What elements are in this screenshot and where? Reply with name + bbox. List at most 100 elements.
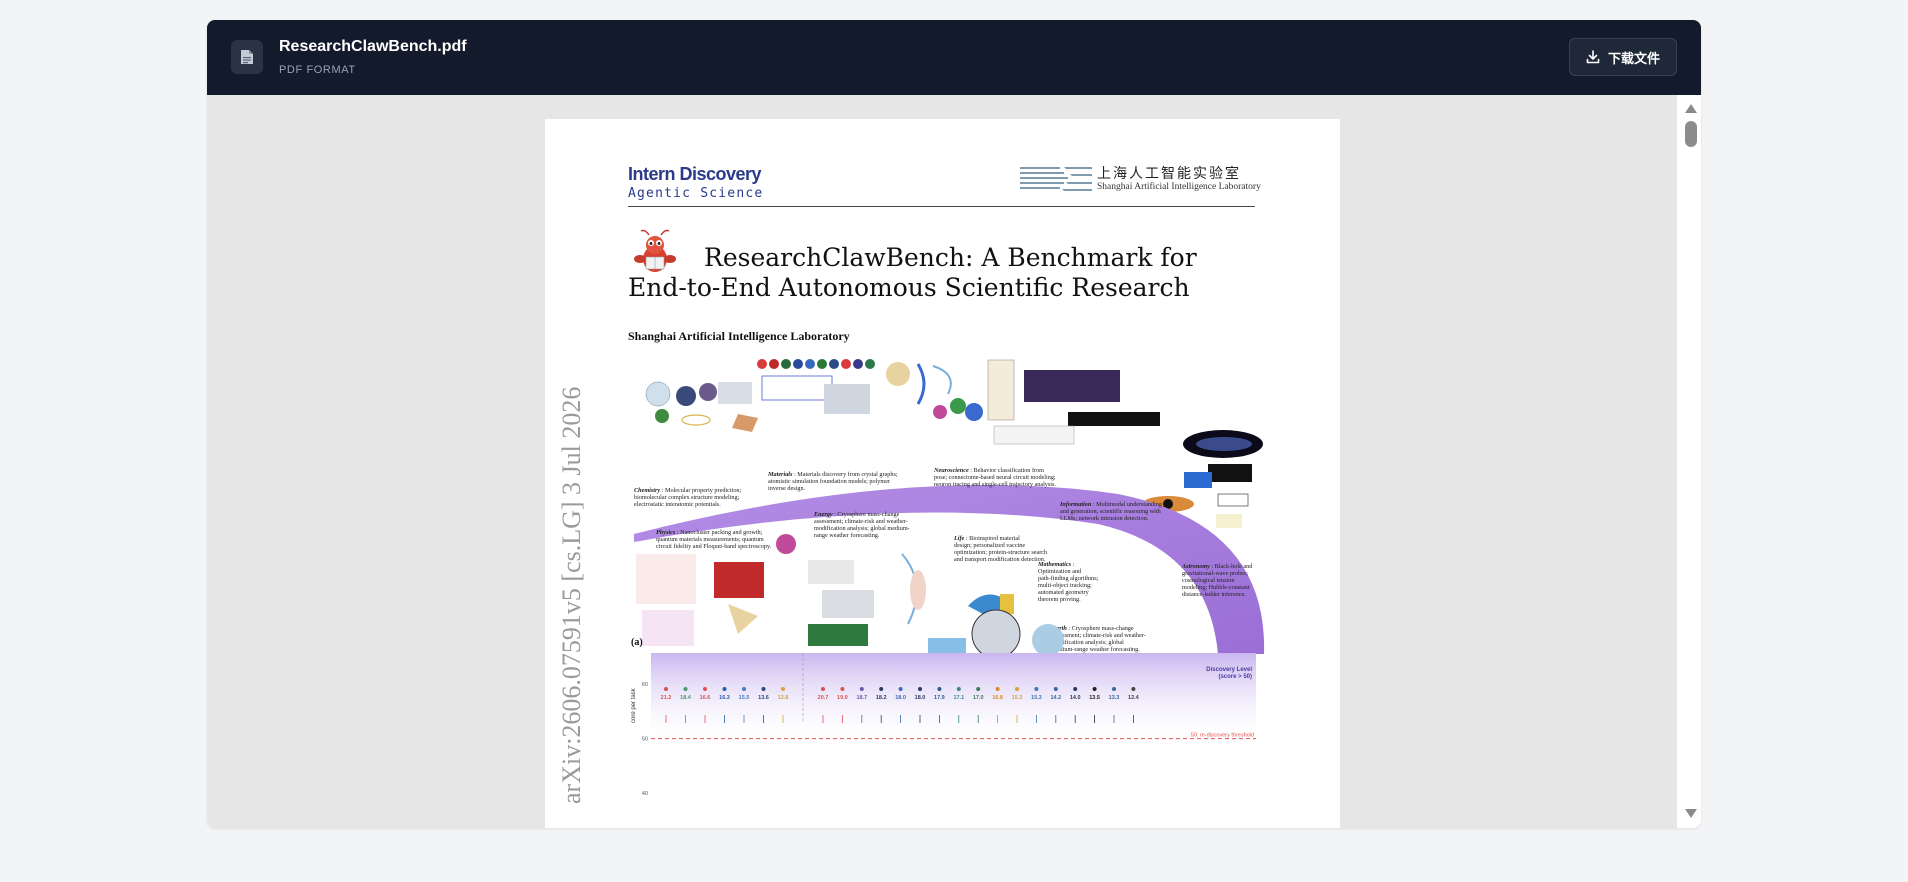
- download-icon: [1586, 50, 1600, 64]
- svg-text:automated geometry: automated geometry: [1038, 589, 1090, 596]
- agentic-science-logo: Agentic Science: [628, 186, 764, 201]
- score-label: 12.8: [778, 695, 789, 701]
- agent-marker: [1034, 687, 1039, 691]
- svg-text:theorem proving.: theorem proving.: [1038, 596, 1081, 603]
- svg-text:Life : Bioinspired material: Life : Bioinspired material: [953, 535, 1020, 542]
- agent-marker: [937, 687, 942, 691]
- agent-marker: [898, 687, 903, 691]
- score-label: 20.7: [818, 695, 829, 701]
- svg-text:circuit fidelity and Floquet-b: circuit fidelity and Floquet-band spectr…: [656, 543, 772, 550]
- score-label: 14.0: [1070, 695, 1081, 701]
- score-label: 18.2: [876, 695, 887, 701]
- band-label-2: (score > 50): [1218, 674, 1252, 680]
- life-math-illustrations: [901, 553, 1064, 654]
- figure-label-a: (a): [631, 637, 643, 648]
- score-label: 15.5: [739, 695, 750, 701]
- information-illustrations: [987, 359, 1160, 445]
- agent-marker: [859, 687, 864, 691]
- intern-discovery-logo: Intern Discovery: [628, 164, 762, 184]
- svg-text:gravitational-wave probes;: gravitational-wave probes;: [1182, 570, 1248, 577]
- astronomy-illustrations: [1142, 430, 1263, 612]
- chemistry-illustrations: [645, 381, 758, 432]
- svg-text:inverse design.: inverse design.: [768, 485, 806, 492]
- svg-text:neuron tracing and single-cell: neuron tracing and single-cell trajector…: [934, 481, 1056, 488]
- score-label: 15.3: [1031, 695, 1042, 701]
- overview-figure: Chemistry : Molecular property predictio…: [634, 359, 1265, 654]
- score-label: 16.8: [992, 695, 1003, 701]
- score-label: 21.2: [661, 695, 672, 701]
- score-label: 18.0: [895, 695, 906, 701]
- svg-text:design; personalized vaccine: design; personalized vaccine: [954, 542, 1025, 549]
- file-format: PDF FORMAT: [279, 64, 356, 76]
- viewer-toolbar: ResearchClawBench.pdf PDF FORMAT 下载文件: [207, 20, 1701, 95]
- score-label: 13.3: [1109, 695, 1120, 701]
- agent-marker: [1073, 687, 1078, 691]
- scroll-down-icon[interactable]: [1685, 809, 1697, 818]
- agent-marker: [1015, 687, 1019, 691]
- file-name: ResearchClawBench.pdf: [279, 38, 467, 55]
- materials-illustrations: [757, 359, 875, 414]
- pdf-page: Intern Discovery Agentic Science 上海人工智能实…: [545, 119, 1340, 828]
- svg-text:Astronomy : Black-hole and: Astronomy : Black-hole and: [1181, 563, 1253, 570]
- score-label: 14.2: [1050, 695, 1061, 701]
- threshold-label: 50: re-discovery threshold: [1191, 733, 1254, 739]
- energy-illustrations: [776, 534, 874, 646]
- svg-text:modification analysis; global: modification analysis; global: [1052, 639, 1124, 646]
- svg-text:Neuroscience : Behavior classi: Neuroscience : Behavior classification f…: [933, 467, 1044, 474]
- svg-text:Information : Multimodal under: Information : Multimodal understanding: [1059, 501, 1162, 508]
- scroll-thumb[interactable]: [1685, 121, 1697, 147]
- svg-text:modeling; Hubble-constant: modeling; Hubble-constant: [1182, 584, 1250, 591]
- scroll-up-icon[interactable]: [1685, 104, 1697, 113]
- svg-text:range weather forecasting.: range weather forecasting.: [814, 532, 880, 539]
- agent-marker: [683, 687, 688, 691]
- agent-marker: [1131, 687, 1136, 691]
- y-axis-label: core per task: [631, 687, 637, 723]
- score-label: 18.4: [680, 695, 692, 701]
- agent-marker: [703, 687, 707, 691]
- agent-marker: [995, 687, 1000, 691]
- score-label: 16.6: [700, 695, 711, 701]
- score-label: 13.6: [758, 695, 769, 701]
- y-tick-label: 40: [642, 791, 648, 797]
- agent-marker: [956, 687, 961, 691]
- svg-text:Energy : Cryosphere mass-chang: Energy : Cryosphere mass-change: [813, 511, 900, 518]
- agent-marker: [722, 687, 727, 691]
- vertical-scrollbar[interactable]: [1677, 95, 1701, 828]
- svg-text:Materials : Materials discover: Materials : Materials discovery from cry…: [767, 471, 898, 478]
- lobster-mascot-icon: [634, 229, 676, 272]
- title-line-2: End-to-End Autonomous Scientific Researc…: [628, 273, 1190, 302]
- score-label: 13.5: [1089, 695, 1100, 701]
- y-tick-label: 60: [642, 682, 648, 688]
- header-rule: [628, 206, 1255, 207]
- svg-text:and transport modification det: and transport modification detection.: [954, 556, 1046, 563]
- svg-text:distance-ladder inference.: distance-ladder inference.: [1182, 591, 1246, 598]
- agent-marker: [918, 687, 922, 691]
- svg-text:and generation; scientific rea: and generation; scientific reasoning wit…: [1060, 508, 1162, 515]
- agent-marker: [1092, 687, 1097, 691]
- document-scroll-area[interactable]: Intern Discovery Agentic Science 上海人工智能实…: [207, 95, 1701, 828]
- band-label-1: Discovery Level: [1206, 667, 1252, 673]
- discovery-band: [651, 653, 1256, 739]
- svg-text:cosmological tension: cosmological tension: [1182, 577, 1234, 584]
- neuroscience-illustrations: [886, 362, 983, 421]
- svg-text:Earth : Cryosphere mass-change: Earth : Cryosphere mass-change: [1051, 625, 1134, 632]
- title-line-1: ResearchClawBench: A Benchmark for: [704, 243, 1197, 272]
- pdf-viewer: ResearchClawBench.pdf PDF FORMAT 下载文件 In…: [207, 20, 1701, 828]
- lab-name-english: Shanghai Artificial Intelligence Laborat…: [1097, 182, 1261, 192]
- score-label: 17.0: [973, 695, 984, 701]
- agent-marker: [976, 687, 981, 691]
- score-label: 19.9: [837, 695, 848, 701]
- svg-text:quantum materials measurements: quantum materials measurements; quantum: [656, 536, 764, 543]
- svg-text:LLMs; network intrusion detect: LLMs; network intrusion detection.: [1060, 515, 1149, 522]
- svg-text:assessment; climate-risk and w: assessment; climate-risk and weather-: [1052, 632, 1146, 639]
- download-button[interactable]: 下载文件: [1569, 38, 1677, 76]
- svg-text:assessment; climate-risk and w: assessment; climate-risk and weather-: [814, 518, 908, 525]
- agent-marker: [879, 687, 884, 691]
- arxiv-stamp: arXiv:2606.07591v5 [cs.LG] 3 Jul 2026: [557, 386, 586, 804]
- affiliation: Shanghai Artificial Intelligence Laborat…: [628, 329, 850, 343]
- agent-marker: [821, 687, 825, 691]
- download-label: 下载文件: [1607, 51, 1660, 67]
- svg-text:Physics : Nanocluster packing: Physics : Nanocluster packing and growth…: [656, 529, 763, 536]
